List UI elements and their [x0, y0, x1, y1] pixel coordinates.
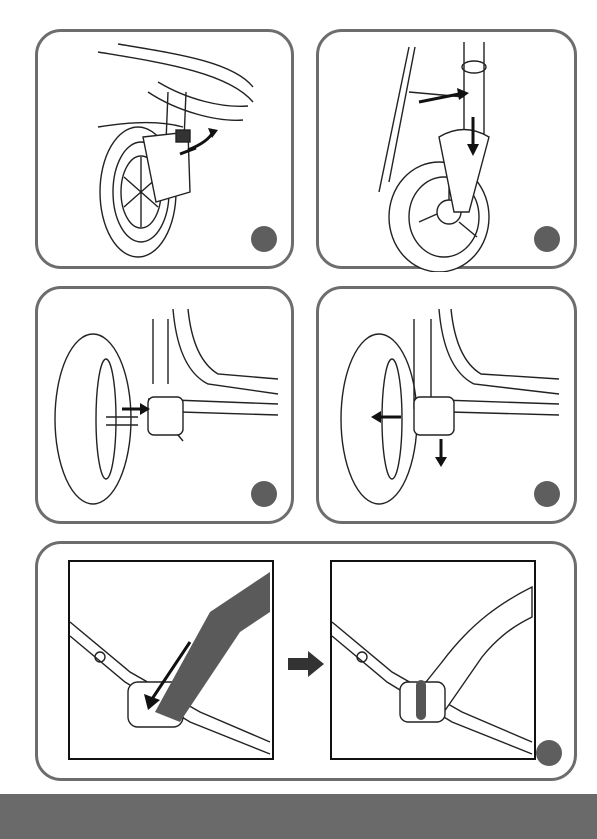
latch-before-frame [68, 560, 274, 760]
footer-bar [0, 794, 597, 839]
step-panel-5 [35, 541, 577, 781]
frame-latch-closed-icon [332, 562, 534, 758]
step-number-dot [536, 740, 562, 766]
step-number-dot [251, 481, 277, 507]
step-panel-4 [316, 286, 577, 524]
step-panel-1 [35, 29, 294, 269]
step-panel-2 [316, 29, 577, 269]
step-panel-3 [35, 286, 294, 524]
step-number-dot [534, 481, 560, 507]
step-number-dot [534, 226, 560, 252]
frame-latch-fold-icon [70, 562, 272, 758]
latch-after-frame [330, 560, 536, 760]
next-step-arrow-icon [286, 649, 326, 679]
step-number-dot [251, 226, 277, 252]
